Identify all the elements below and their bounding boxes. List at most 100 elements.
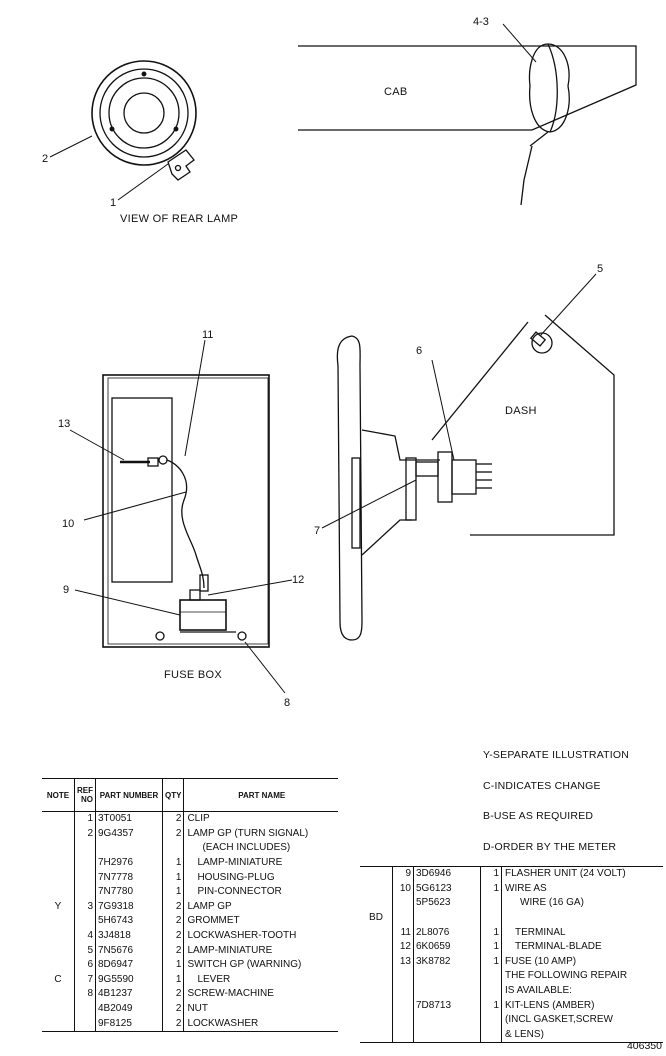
cell-qty: 1 bbox=[161, 870, 184, 885]
cell-ref: 10 bbox=[392, 881, 414, 897]
cell-name bbox=[501, 910, 663, 926]
cell-qty: 2 bbox=[161, 899, 184, 915]
caption-fuse-box: FUSE BOX bbox=[164, 669, 222, 681]
cell-part: 5G6123 bbox=[413, 881, 481, 897]
cab-drawing bbox=[298, 23, 637, 206]
callout-13: 13 bbox=[58, 418, 70, 430]
cell-part: 7D8713 bbox=[413, 998, 481, 1013]
cell-qty: 1 bbox=[480, 925, 502, 940]
legend-b: B-USE AS REQUIRED bbox=[483, 810, 594, 822]
cell-name: & LENS) bbox=[501, 1027, 663, 1043]
legend-y: Y-SEPARATE ILLUSTRATION bbox=[483, 749, 629, 761]
cell-note bbox=[360, 1013, 393, 1028]
cell-name: SCREW-MACHINE bbox=[183, 987, 338, 1002]
header-qty: QTY bbox=[161, 778, 184, 812]
cell-note bbox=[42, 914, 75, 929]
cell-qty: 1 bbox=[161, 972, 184, 988]
cell-qty: 1 bbox=[161, 855, 184, 871]
cell-name: LEVER bbox=[183, 972, 338, 988]
cell-name: PIN-CONNECTOR bbox=[183, 884, 338, 900]
cell-note bbox=[42, 870, 75, 885]
fuse-box-drawing bbox=[69, 339, 293, 694]
cell-name: LAMP-MINIATURE bbox=[183, 943, 338, 958]
legend-c: C-INDICATES CHANGE bbox=[483, 780, 601, 792]
cell-part: 8D6947 bbox=[95, 957, 163, 973]
cell-part bbox=[413, 1012, 481, 1028]
cell-note bbox=[42, 841, 75, 856]
cell-qty: 2 bbox=[161, 1016, 184, 1032]
callout-4-3: 4-3 bbox=[473, 16, 489, 28]
header-ref: REF NO bbox=[74, 778, 96, 812]
header-note: NOTE bbox=[42, 778, 75, 812]
table-row: THE FOLLOWING REPAIR bbox=[360, 969, 663, 984]
cell-note bbox=[42, 812, 75, 827]
cell-part bbox=[95, 841, 163, 856]
cell-qty: 1 bbox=[480, 866, 502, 882]
cell-ref: 5 bbox=[74, 943, 96, 958]
cell-note bbox=[360, 1028, 393, 1043]
callout-9: 9 bbox=[63, 584, 69, 596]
cell-name: (EACH INCLUDES) bbox=[183, 841, 338, 856]
cell-note bbox=[360, 998, 393, 1013]
cell-note: BD bbox=[369, 912, 383, 924]
cell-note bbox=[360, 896, 393, 911]
cell-ref: 12 bbox=[392, 939, 414, 955]
cell-part: 5P5623 bbox=[413, 896, 481, 911]
cell-qty: 1 bbox=[161, 957, 184, 973]
caption-rear-lamp: VIEW OF REAR LAMP bbox=[120, 213, 238, 225]
cell-ref bbox=[392, 969, 414, 984]
cell-part: 5H6743 bbox=[95, 914, 163, 929]
cell-ref bbox=[392, 1012, 414, 1028]
header-part-number: PART NUMBER bbox=[95, 778, 163, 812]
cell-part: 7G9318 bbox=[95, 899, 163, 915]
cell-ref bbox=[392, 910, 414, 926]
cell-qty: 1 bbox=[480, 881, 502, 897]
cell-part bbox=[413, 969, 481, 984]
cell-note bbox=[42, 958, 75, 973]
cell-name: WIRE AS bbox=[501, 881, 663, 897]
cell-ref: 4 bbox=[74, 928, 96, 944]
cell-note bbox=[360, 955, 393, 970]
cell-name: TERMINAL bbox=[501, 925, 663, 940]
cell-ref bbox=[74, 1001, 96, 1017]
table-row: (EACH INCLUDES) bbox=[42, 841, 338, 856]
cell-qty: 1 bbox=[480, 954, 502, 970]
cell-qty: 2 bbox=[161, 826, 184, 842]
cell-part: 2L8076 bbox=[413, 925, 481, 940]
cell-name: WIRE (16 GA) bbox=[501, 896, 663, 911]
callout-7: 7 bbox=[314, 525, 320, 537]
cell-part: 4B1237 bbox=[95, 987, 163, 1002]
cell-name: LAMP-MINIATURE bbox=[183, 855, 338, 871]
cell-name: FUSE (10 AMP) bbox=[501, 954, 663, 970]
cell-qty: 2 bbox=[161, 987, 184, 1002]
cell-ref bbox=[74, 841, 96, 856]
cell-ref: 6 bbox=[74, 957, 96, 973]
cell-note: C bbox=[54, 973, 62, 985]
callout-8: 8 bbox=[284, 697, 290, 709]
cell-qty: 2 bbox=[161, 1001, 184, 1017]
cell-name: TERMINAL-BLADE bbox=[501, 939, 663, 955]
table-row: & LENS) bbox=[360, 1027, 663, 1043]
cell-name: (INCL GASKET,SCREW bbox=[501, 1012, 663, 1028]
cell-name: SWITCH GP (WARNING) bbox=[183, 957, 338, 973]
cell-name: HOUSING-PLUG bbox=[183, 870, 338, 885]
header-part-name: PART NAME bbox=[183, 778, 338, 812]
cell-qty bbox=[480, 910, 502, 926]
cell-ref: 7 bbox=[74, 972, 96, 988]
cell-name: LOCKWASHER-TOOTH bbox=[183, 928, 338, 944]
cell-ref bbox=[74, 914, 96, 929]
table-row: IS AVAILABLE: bbox=[360, 983, 663, 999]
callout-2: 2 bbox=[42, 153, 48, 165]
cell-qty: 1 bbox=[161, 884, 184, 900]
cell-note bbox=[360, 984, 393, 999]
